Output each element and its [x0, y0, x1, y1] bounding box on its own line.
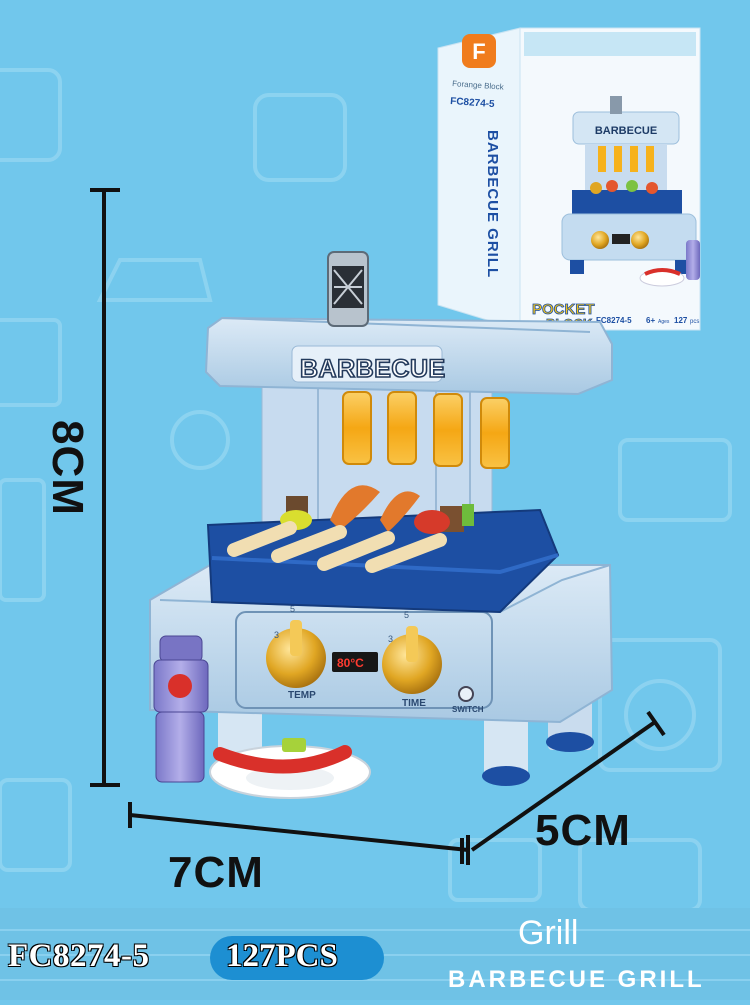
box-series-line1: POCKET	[532, 301, 595, 318]
switch-label: SWITCH	[452, 705, 484, 714]
box-brand: Forange Block	[452, 79, 505, 92]
height-dimension-label: 8CM	[43, 420, 92, 516]
box-pieces-unit: pcs	[690, 319, 699, 325]
product-code: FC8274-5	[8, 938, 150, 974]
depth-line	[470, 720, 657, 852]
product-name-english: BARBECUE GRILL	[448, 966, 705, 993]
switch-button-icon	[458, 686, 474, 702]
fridge-icon	[0, 478, 46, 602]
time-knob	[382, 634, 442, 694]
width-dimension-label: 7CM	[168, 848, 264, 897]
iron-icon	[96, 258, 213, 302]
temp-label: TEMP	[288, 690, 316, 701]
grill-sign: BARBECUE	[300, 355, 446, 383]
heater-1	[342, 391, 372, 465]
sausage	[213, 745, 352, 774]
box-side-code: FC8274-5	[450, 96, 496, 110]
rice-cooker-icon	[253, 93, 347, 182]
heater-3	[433, 393, 463, 467]
skewers-food	[227, 485, 474, 573]
seasoning-bottle	[153, 635, 209, 783]
hair-dryer-icon	[170, 410, 230, 470]
box-grill-sign: BARBECUE	[595, 125, 657, 137]
toaster-icon	[0, 68, 62, 162]
sausage-plate	[209, 738, 371, 799]
grill-model: 3 5 3 5 TEMP TIME 80°C SWITCH BARBECUE	[149, 251, 614, 788]
box-age: 6+	[646, 316, 655, 325]
washer-door-icon	[624, 679, 696, 751]
microwave-icon	[0, 318, 62, 407]
box-side	[437, 27, 521, 331]
depth-dimension-label: 5CM	[535, 806, 631, 855]
box-pieces: 127	[674, 316, 688, 325]
brand-logo-letter: F	[472, 39, 485, 64]
heater-4	[480, 397, 510, 469]
box-age-unit: Ages	[658, 319, 670, 325]
box-front-code: FC8274-5	[596, 316, 632, 325]
washer-icon	[598, 638, 722, 772]
shrimp-1	[330, 485, 380, 530]
width-line	[129, 813, 469, 852]
dimension-lines	[90, 188, 666, 865]
pot-icon	[448, 838, 542, 902]
blender-icon	[0, 778, 72, 872]
product-box: F Forange Block FC8274-5 BARBECUE GRILL …	[437, 27, 701, 331]
product-name-short: Grill	[518, 914, 579, 952]
time-mark-high: 5	[404, 610, 409, 620]
temperature-display	[332, 652, 378, 672]
tv-icon	[618, 438, 732, 522]
temp-knob	[266, 628, 326, 688]
temp-mark-low: 3	[274, 630, 279, 640]
control-panel	[235, 611, 493, 709]
piece-count: 127PCS	[226, 938, 338, 974]
temp-mark-high: 5	[290, 604, 295, 614]
brand-logo-icon	[462, 34, 496, 68]
box-side-title: BARBECUE GRILL	[484, 130, 501, 278]
shrimp-2	[380, 491, 420, 532]
piece-count-badge	[210, 936, 384, 980]
background-appliance-icons	[0, 68, 732, 912]
time-mark-low: 3	[388, 634, 393, 644]
time-label: TIME	[402, 698, 426, 709]
display-readout: 80°C	[337, 656, 364, 670]
heater-2	[387, 391, 417, 465]
